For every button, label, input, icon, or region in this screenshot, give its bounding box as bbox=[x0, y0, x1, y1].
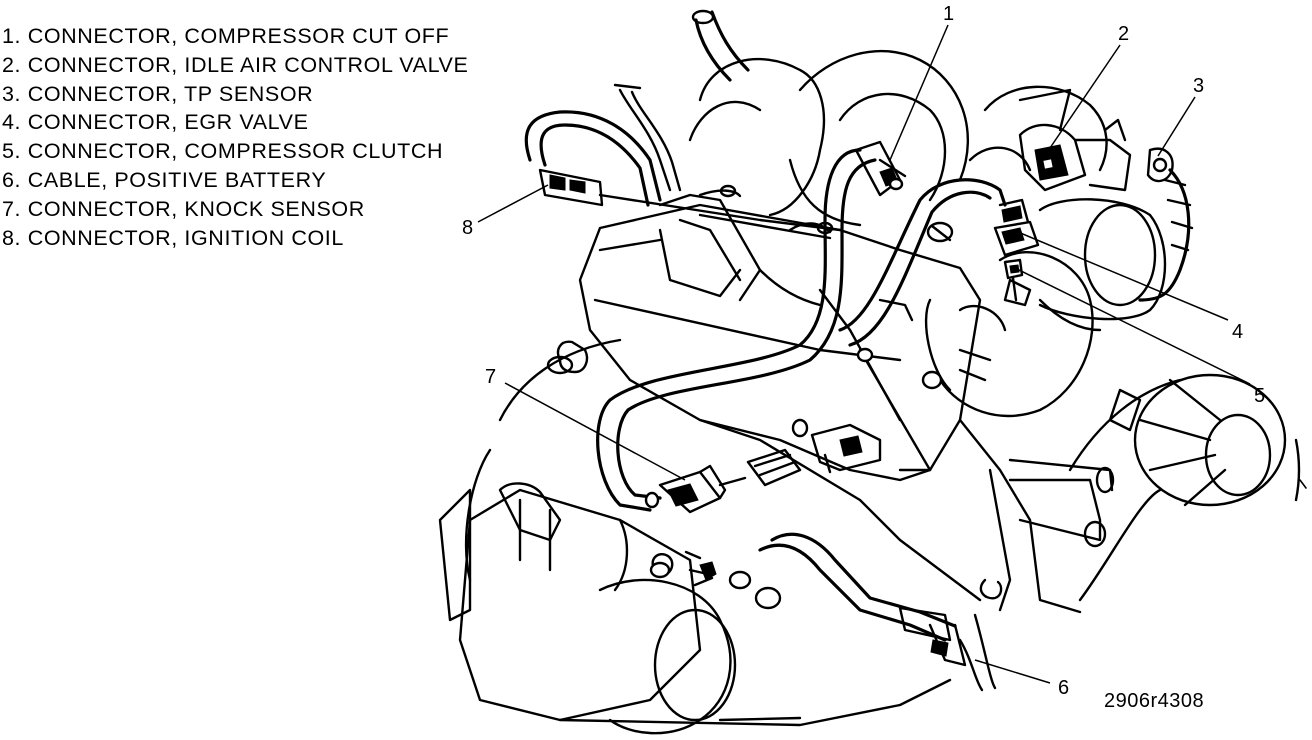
connector-2-iac-valve bbox=[1018, 118, 1132, 192]
callout-7: 7 bbox=[485, 366, 496, 388]
legend-item-6: 6. CABLE, POSITIVE BATTERY bbox=[2, 167, 327, 192]
connector-7-knock-sensor bbox=[644, 418, 882, 514]
connector-1-compressor-cutoff bbox=[854, 140, 907, 197]
connector-3-tp-sensor bbox=[1138, 147, 1194, 302]
bolts bbox=[649, 347, 943, 579]
figure-id: 2906r4308 bbox=[1104, 690, 1205, 712]
connector-4-egr-valve bbox=[993, 198, 1040, 257]
callout-2: 2 bbox=[1118, 23, 1129, 45]
legend-item-7: 7. CONNECTOR, KNOCK SENSOR bbox=[2, 196, 365, 221]
legend-item-1: 1. CONNECTOR, COMPRESSOR CUT OFF bbox=[2, 24, 450, 48]
callout-3: 3 bbox=[1193, 75, 1204, 97]
positive-battery-cable bbox=[758, 532, 997, 692]
throttle-body bbox=[924, 198, 1167, 418]
legend-item-3: 3. CONNECTOR, TP SENSOR bbox=[2, 81, 314, 106]
legend-list: 1. CONNECTOR, COMPRESSOR CUT OFF 2. CONN… bbox=[2, 22, 468, 252]
connector-5-compressor-clutch bbox=[1003, 258, 1024, 302]
starter-motor bbox=[458, 482, 952, 735]
pulley bbox=[1068, 373, 1307, 602]
wiring-harness bbox=[524, 110, 1007, 512]
engine-block bbox=[438, 203, 1115, 622]
intake-manifold bbox=[613, 9, 1108, 227]
legend-item-8: 8. CONNECTOR, IGNITION COIL bbox=[2, 225, 344, 250]
callout-6: 6 bbox=[1058, 677, 1069, 699]
legend-item-5: 5. CONNECTOR, COMPRESSOR CLUTCH bbox=[2, 139, 444, 164]
callout-1: 1 bbox=[943, 3, 954, 25]
callout-5: 5 bbox=[1254, 385, 1265, 407]
callout-8: 8 bbox=[462, 217, 473, 239]
legend-item-4: 4. CONNECTOR, EGR VALVE bbox=[2, 110, 309, 135]
callout-4: 4 bbox=[1232, 321, 1243, 343]
legend-item-2: 2. CONNECTOR, IDLE AIR CONTROL VALVE bbox=[2, 52, 469, 77]
leader-lines bbox=[477, 24, 1251, 684]
